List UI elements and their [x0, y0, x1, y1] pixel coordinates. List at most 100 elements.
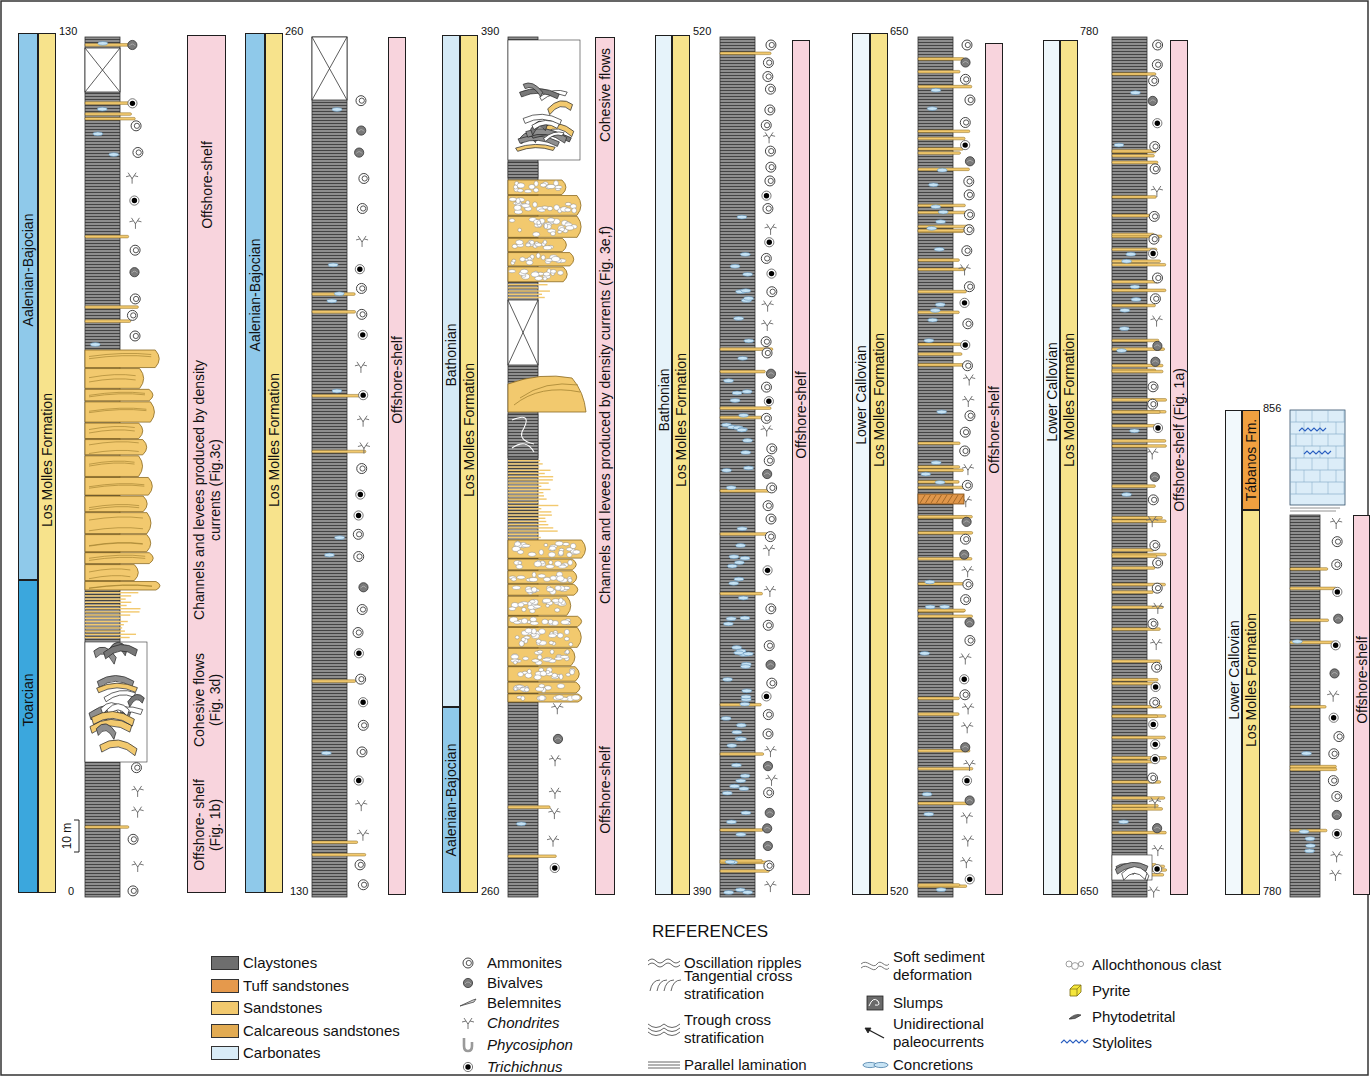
- ammonite-symbol: [766, 731, 771, 736]
- lamination: [89, 392, 145, 395]
- chondrites-symbol: [766, 775, 778, 786]
- bivalve-symbol: [767, 812, 773, 814]
- cohesive-flow: [532, 120, 559, 129]
- trichichnus-symbol: [128, 99, 137, 108]
- clast: [517, 189, 523, 192]
- ammonite-symbol: [357, 554, 362, 559]
- heterolithic-bed: [85, 621, 128, 622]
- clast: [558, 550, 563, 555]
- clast: [573, 550, 580, 554]
- clast: [566, 226, 574, 230]
- clast: [509, 270, 516, 273]
- heterolithic-bed: [85, 611, 140, 612]
- clast: [539, 629, 546, 634]
- bivalve-symbol: [1334, 614, 1343, 623]
- trichichnus-symbol: [130, 101, 135, 106]
- clast: [521, 637, 525, 641]
- chondrites-symbol: [959, 654, 971, 665]
- ammonite-symbol: [964, 176, 974, 186]
- ammonite-symbol: [357, 605, 367, 615]
- clast: [544, 543, 548, 546]
- formation-band: Los Molles Formation: [460, 35, 478, 893]
- concretion: [90, 343, 100, 347]
- ammonite-symbol: [130, 245, 140, 255]
- ammonite-symbol: [963, 692, 968, 697]
- legend-text: Soft sediment deformation: [893, 948, 1028, 984]
- sandstone-bed: [508, 855, 556, 858]
- sandstone-bed: [720, 829, 763, 832]
- concretion: [1131, 298, 1141, 302]
- ammonite-symbol: [360, 466, 365, 471]
- concretion: [724, 891, 734, 895]
- ammonite-symbol: [768, 178, 773, 183]
- bivalve-symbol: [465, 982, 471, 984]
- bivalve-symbol: [965, 796, 974, 805]
- ammonite-symbol: [1153, 700, 1158, 705]
- concretion: [1114, 143, 1124, 147]
- sandstone-bed: [1112, 715, 1158, 718]
- chondrites-symbol: [1152, 603, 1164, 614]
- ammonite-symbol: [766, 40, 776, 50]
- clast: [521, 618, 527, 623]
- clast: [513, 661, 517, 664]
- clast: [566, 650, 570, 654]
- ammonite-symbol: [356, 283, 366, 293]
- ammonite-symbol: [965, 248, 970, 253]
- sandstone-bed: [720, 490, 773, 493]
- trichichnus-symbol: [764, 397, 773, 406]
- heterolithic-bed: [508, 287, 538, 288]
- clast: [537, 650, 542, 653]
- chondrites-symbol: [1330, 518, 1342, 529]
- concretion: [1126, 252, 1136, 256]
- ammonite-symbol: [360, 286, 365, 291]
- chondrites-symbol: [1329, 870, 1341, 881]
- scale-label: 10 m: [61, 823, 74, 850]
- depth-number: 780: [1263, 885, 1281, 898]
- clast: [511, 654, 519, 659]
- sandstone-bed: [918, 343, 968, 346]
- concretion: [721, 717, 731, 721]
- ammonite-symbol: [1153, 543, 1158, 548]
- sandstone-bed: [85, 235, 129, 238]
- trichichnus-symbol: [962, 677, 967, 682]
- trichichnus-symbol: [359, 698, 368, 707]
- band-label: Channels and levees produced by density …: [191, 345, 223, 635]
- trichichnus-symbol: [961, 140, 970, 149]
- sandstone-bed: [85, 423, 143, 438]
- trichichnus-symbol: [1333, 587, 1342, 596]
- ammonite-symbol: [1329, 749, 1339, 759]
- sandstone-bed: [85, 320, 131, 323]
- clast: [520, 269, 528, 273]
- carbonate-bedding: [1328, 458, 1329, 470]
- sandstone-bed: [918, 469, 963, 472]
- ammonite-symbol: [1154, 296, 1159, 301]
- ammonite-symbol: [761, 413, 771, 423]
- concretion: [936, 220, 946, 224]
- heterolithic-bed: [85, 637, 130, 638]
- formation-band: Los Molles Formation: [870, 33, 888, 895]
- clast: [526, 260, 533, 265]
- concretion: [727, 564, 737, 568]
- concretion: [936, 888, 946, 892]
- heterolithic-bed: [508, 521, 546, 522]
- concretion: [726, 486, 736, 490]
- lamination: [89, 585, 152, 588]
- sandstone-bed: [85, 350, 159, 368]
- clast: [568, 560, 573, 565]
- concretion: [937, 168, 947, 172]
- clast: [529, 578, 537, 582]
- bivalve-symbol: [961, 743, 970, 752]
- concretion: [1299, 830, 1309, 834]
- cohesive-flow: [523, 83, 542, 97]
- chondrites-symbol: [551, 703, 563, 714]
- concretion: [937, 410, 947, 414]
- sandstone-bed: [1112, 260, 1161, 263]
- age-band: Aalenian-Bajocian: [442, 707, 460, 893]
- carbonate-bedding: [1336, 446, 1337, 458]
- legend-text: Sandstones: [243, 999, 322, 1017]
- age-band: Lower Callovian: [1043, 40, 1060, 895]
- heterolithic-bed: [85, 595, 131, 596]
- slumped-interval: [512, 417, 534, 452]
- legend-text: Unidirectional paleocurrents: [893, 1015, 1028, 1051]
- heterolithic-bed: [508, 502, 539, 503]
